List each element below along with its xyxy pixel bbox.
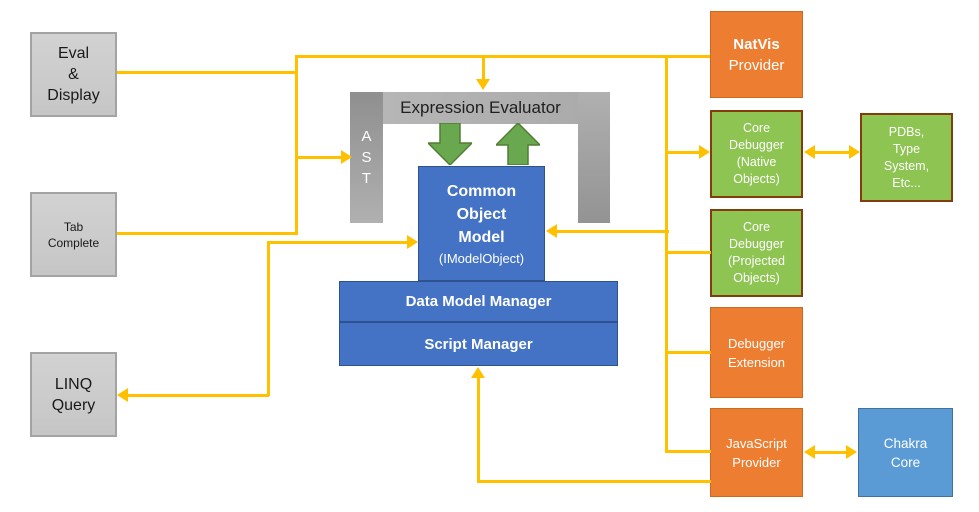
connector-linqpath-vertical [267,241,270,396]
arrowhead-into-native [699,145,710,159]
linq-query-box: LINQ Query [30,352,117,437]
connector-top-to-evaluator [482,57,485,79]
connector-trunk-to-jsprovider [665,450,711,453]
connector-trunk-to-ast [297,156,341,159]
connector-trunk-to-extension [668,351,711,354]
connector-trunk-to-native [668,151,699,154]
arrowhead-into-linq [117,388,128,402]
chakra-core-box: Chakra Core [858,408,953,497]
connector-tab-to-trunk [117,232,298,235]
connector-js-to-script-vertical [477,378,480,483]
evaluator-right-column [578,92,610,223]
connector-right-trunk [665,55,668,453]
green-arrow-down [428,123,472,165]
green-arrow-up [496,123,540,165]
arrowhead-into-com-left [407,235,418,249]
core-debugger-native-box: Core Debugger (Native Objects) [710,110,803,198]
arrowhead-chakra-side [846,445,857,459]
javascript-provider-box: JavaScript Provider [710,408,803,497]
common-object-model-title: Common Object Model [446,182,517,246]
connector-native-pdbs [814,151,850,154]
common-object-model-box: Common Object Model (IModelObject) [418,166,545,281]
arrowhead-into-ast [341,150,352,164]
arrowhead-pdbs-side [849,145,860,159]
connector-left-trunk [295,55,298,235]
arrowhead-js-side [804,445,815,459]
core-debugger-projected-box: Core Debugger (Projected Objects) [710,209,803,297]
common-object-model-subtitle: (IModelObject) [438,250,525,266]
connector-to-linq [128,394,269,397]
connector-js-chakra [814,451,847,454]
arrowhead-into-evaluator [476,79,490,90]
eval-display-box: Eval & Display [30,32,117,117]
natvis-provider-box: NatVis Provider [710,11,803,98]
data-model-manager-box: Data Model Manager [339,281,618,322]
expression-evaluator-bar: Expression Evaluator [383,92,578,124]
connector-trunk-to-com [557,230,669,233]
debugger-extension-box: Debugger Extension [710,307,803,398]
arrowhead-into-com-right [546,224,557,238]
connector-top-to-natvis [295,55,710,58]
tab-complete-box: Tab Complete [30,192,117,277]
pdbs-type-system-box: PDBs, Type System, Etc... [860,113,953,202]
arrowhead-native-side [804,145,815,159]
connector-linqpath-to-com [268,241,407,244]
connector-js-to-script-horizontal [477,480,711,483]
arrowhead-into-script-manager [471,367,485,378]
ast-column: A S T [350,92,383,223]
natvis-provider-title: NatVis [733,35,780,53]
connector-eval-to-trunk [117,71,297,74]
natvis-provider-subtitle: Provider [728,56,785,74]
script-manager-box: Script Manager [339,322,618,366]
connector-trunk-to-projected [668,251,711,254]
